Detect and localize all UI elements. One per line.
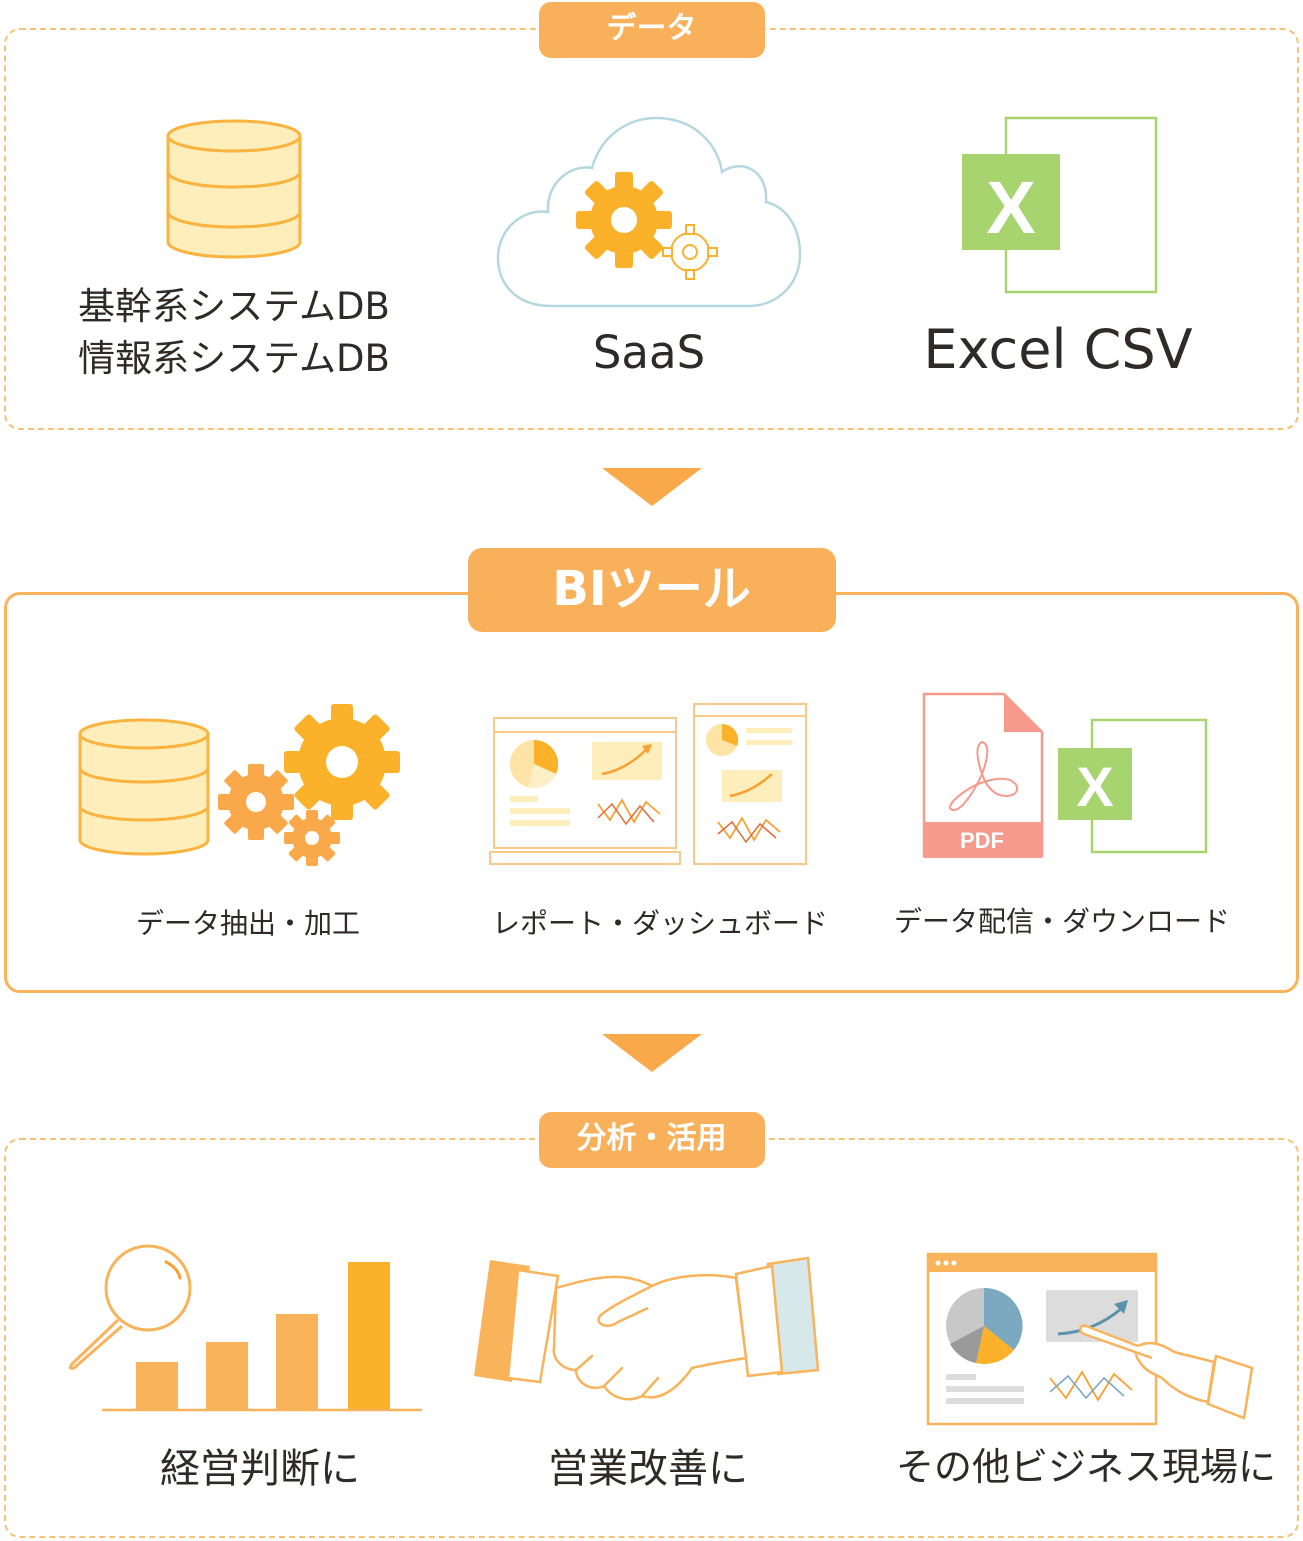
dashboard-label: レポート・ダッシュボード xyxy=(492,907,829,940)
database-icon xyxy=(166,119,302,259)
browser-dashboard-pointer-icon xyxy=(926,1252,1254,1426)
bi-section-title: BIツール xyxy=(467,548,836,632)
other-business-label: その他ビジネス現場に xyxy=(896,1445,1277,1489)
flow-arrow-2 xyxy=(602,1034,702,1072)
dashboard-icon xyxy=(489,703,807,865)
excel-csv-label: Excel CSV xyxy=(923,318,1193,381)
pdf-text: PDF xyxy=(960,828,1004,853)
management-label: 経営判断に xyxy=(160,1446,360,1492)
delivery-label: データ配信・ダウンロード xyxy=(894,905,1231,938)
handshake-icon xyxy=(474,1256,820,1401)
flow-arrow-1 xyxy=(602,468,702,506)
magnifier-bar-chart-icon xyxy=(68,1244,422,1412)
cloud-gear-icon xyxy=(496,116,802,308)
data-db-label-2: 情報系システムDB xyxy=(78,337,390,380)
data-db-label-1: 基幹系システムDB xyxy=(78,285,390,328)
sales-label: 営業改善に xyxy=(548,1446,748,1492)
saas-label: SaaS xyxy=(592,326,706,379)
extract-label: データ抽出・加工 xyxy=(135,907,360,940)
excel-icon: X xyxy=(962,116,1158,294)
pdf-excel-icon: PDF X xyxy=(922,692,1208,858)
data-section-title: データ xyxy=(538,2,765,58)
pdf-excel-letter: X xyxy=(1076,755,1113,818)
database-gears-icon xyxy=(78,704,400,866)
excel-icon-letter: X xyxy=(986,166,1035,249)
usage-section-title: 分析・活用 xyxy=(538,1112,765,1168)
